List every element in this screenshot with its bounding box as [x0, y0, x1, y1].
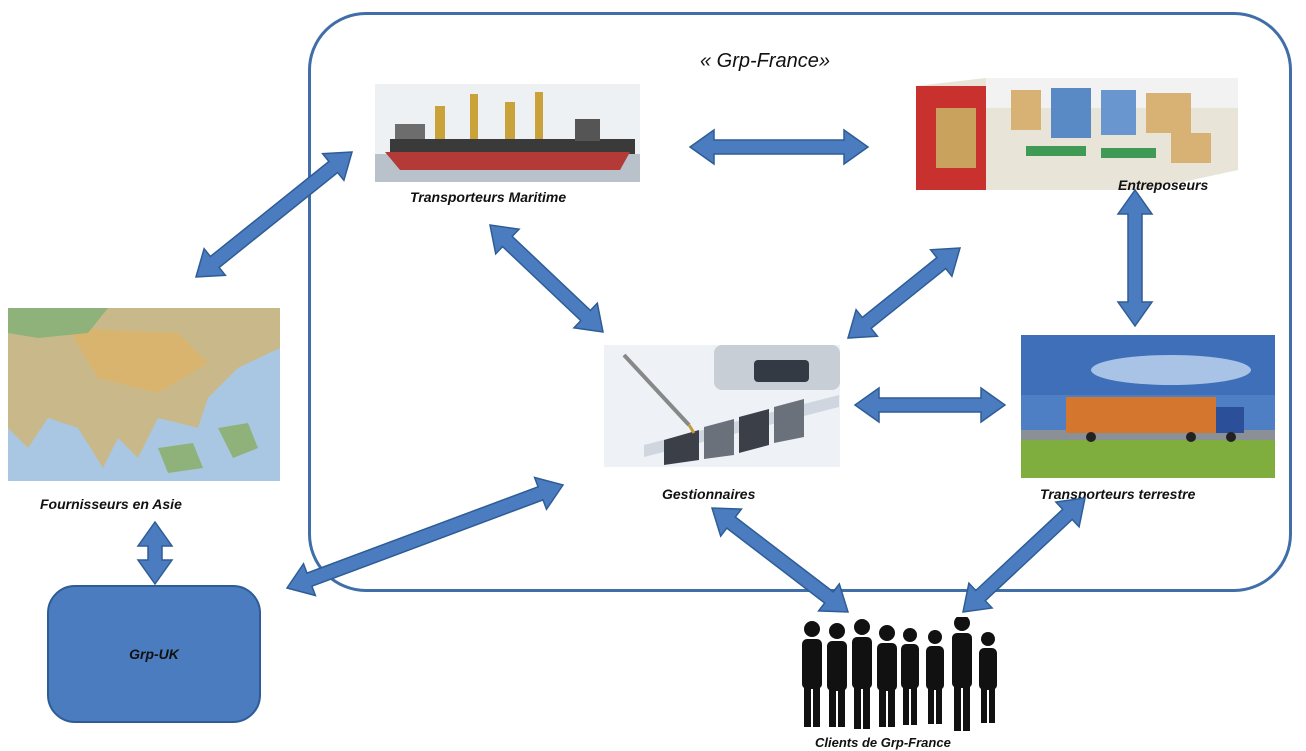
double-arrow-entreposeurs-terrestre — [1116, 188, 1154, 328]
finance-chart-image — [604, 345, 840, 467]
double-arrow-gestionnaires-clients — [710, 507, 850, 613]
warehouse-image — [916, 78, 1238, 190]
grp-uk-box: Grp-UK — [47, 585, 261, 723]
double-arrow-gestionnaires-uk — [285, 476, 565, 597]
label-fournisseurs: Fournisseurs en Asie — [40, 496, 182, 512]
clients-silhouette-image — [792, 617, 1006, 735]
diagram-title: « Grp-France» — [700, 50, 831, 72]
double-arrow-maritime-fournisseurs — [194, 151, 354, 278]
double-arrow-maritime-entreposeurs — [688, 128, 870, 166]
double-arrow-gestionnaires-terrestre — [853, 386, 1007, 424]
grp-france-boundary — [308, 12, 1292, 592]
ship-image — [375, 84, 640, 182]
truck-image — [1021, 335, 1275, 478]
asia-map-image — [8, 308, 280, 481]
label-gestionnaires: Gestionnaires — [662, 486, 756, 502]
double-arrow-terrestre-clients — [962, 497, 1086, 613]
double-arrow-fournisseurs-uk — [136, 520, 174, 586]
label-entreposeurs: Entreposeurs — [1118, 177, 1209, 193]
double-arrow-entreposeurs-gestionnaires — [846, 247, 962, 339]
label-clients: Clients de Grp-France — [815, 735, 951, 750]
label-terrestre: Transporteurs terrestre — [1040, 486, 1196, 502]
label-maritime: Transporteurs Maritime — [410, 189, 567, 205]
double-arrow-maritime-gestionnaires — [489, 224, 604, 333]
